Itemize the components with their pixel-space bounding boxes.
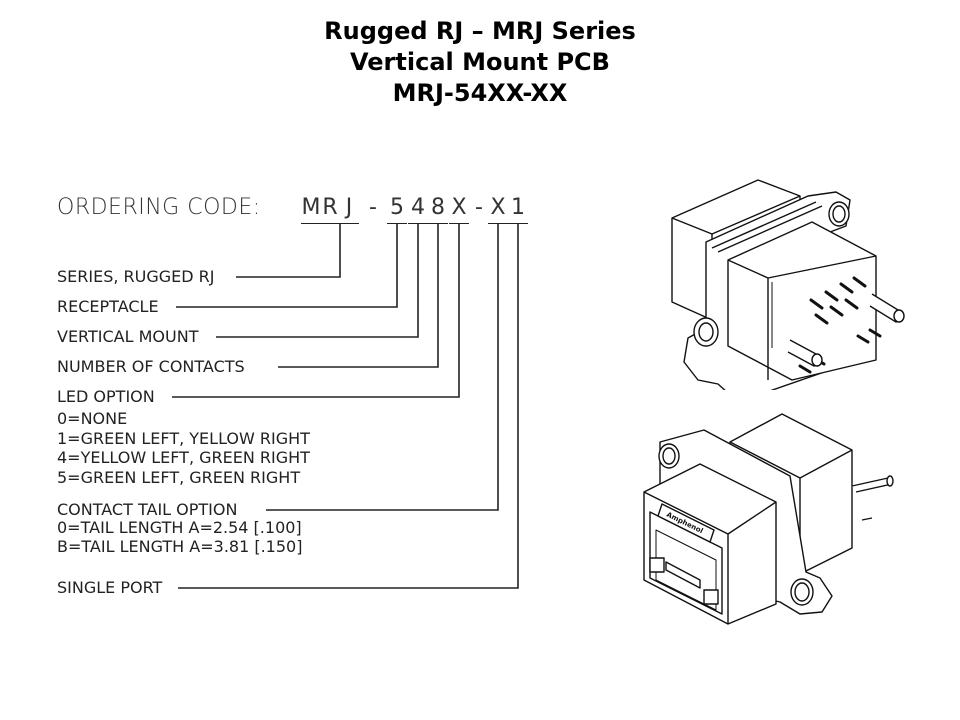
leader-vertical-mount [216, 224, 419, 338]
code-char-dash-2: - [475, 195, 483, 220]
option-vertical-mount: VERTICAL MOUNT [57, 327, 199, 346]
title-series: Rugged RJ – MRJ Series [324, 17, 636, 45]
code-char-x-tail: X [488, 195, 508, 224]
code-char-m: M [301, 195, 321, 224]
title-mount: Vertical Mount PCB [350, 48, 610, 76]
led-value: 4=YELLOW LEFT, GREEN RIGHT [57, 448, 310, 467]
connector-rear-view-drawing [671, 179, 905, 390]
option-led: LED OPTION [57, 387, 155, 406]
option-single-port: SINGLE PORT [57, 578, 163, 597]
code-char-j: J [339, 195, 359, 224]
code-char-5: 5 [387, 195, 407, 224]
code-char-8: 8 [428, 195, 448, 224]
leader-series [236, 224, 341, 278]
code-char-dash-1: - [369, 195, 377, 220]
ordering-code-label: ORDERING CODE: [57, 195, 261, 220]
code-char-x-led: X [449, 195, 469, 224]
code-char-4: 4 [408, 195, 428, 224]
title-part-number: MRJ-54XX-XX [392, 79, 568, 107]
tail-value: B=TAIL LENGTH A=3.81 [.150] [57, 537, 303, 556]
tail-value: 0=TAIL LENGTH A=2.54 [.100] [57, 518, 302, 537]
leader-receptacle [176, 224, 398, 308]
option-series: SERIES, RUGGED RJ [57, 267, 215, 286]
led-value: 1=GREEN LEFT, YELLOW RIGHT [57, 428, 310, 448]
code-char-r: R [320, 195, 340, 224]
led-value: 0=NONE [57, 409, 128, 428]
leader-contacts [278, 224, 439, 368]
option-contact-tail: CONTACT TAIL OPTION [57, 500, 238, 519]
option-number-of-contacts: NUMBER OF CONTACTS [57, 357, 245, 376]
option-receptacle: RECEPTACLE [57, 297, 159, 316]
led-value: 5=GREEN LEFT, GREEN RIGHT [57, 467, 301, 487]
code-char-1: 1 [508, 195, 528, 224]
connector-front-view-drawing: Amphenol [643, 413, 894, 625]
title-block: Rugged RJ – MRJ Series Vertical Mount PC… [0, 16, 960, 109]
